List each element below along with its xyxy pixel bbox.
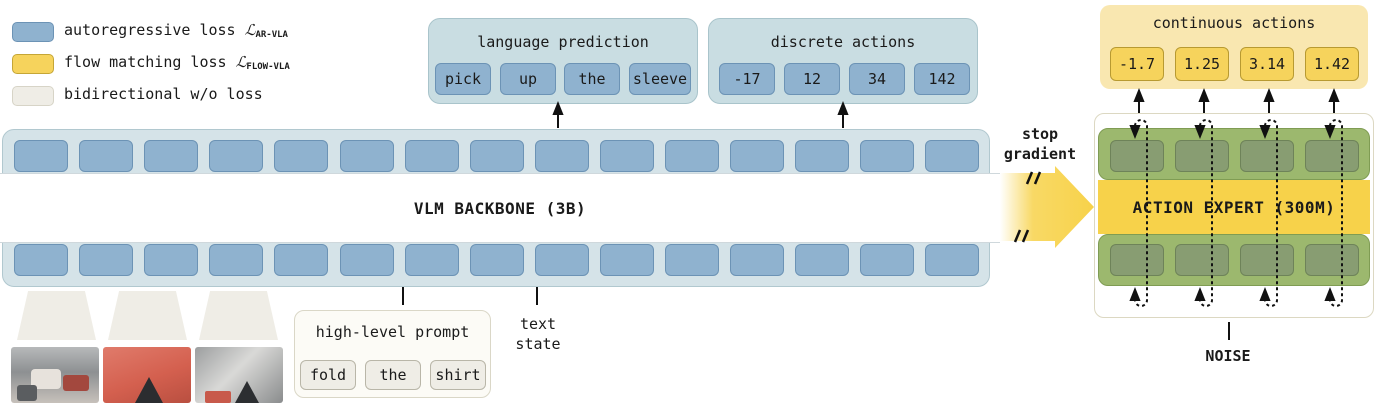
backbone-token-cell xyxy=(860,244,915,276)
backbone-token-cell xyxy=(925,244,980,276)
expert-token-cell xyxy=(1175,140,1229,172)
denoise-loop xyxy=(1134,119,1148,307)
backbone-token-cell xyxy=(665,244,719,276)
backbone-token-cell xyxy=(274,244,329,276)
expert-token-cell xyxy=(1110,140,1164,172)
legend-swatch-autoregressive xyxy=(12,22,54,42)
continuous-actions-title: continuous actions xyxy=(1152,14,1316,32)
backbone-token-cell xyxy=(14,140,68,172)
prompt-token: shirt xyxy=(430,360,486,390)
prompt-token: fold xyxy=(300,360,356,390)
camera-image-left-wrist xyxy=(103,347,191,403)
backbone-token-cell xyxy=(925,140,980,172)
noise-label: NOISE xyxy=(1205,347,1251,365)
backbone-token-cell xyxy=(79,140,134,172)
backbone-token-cell xyxy=(14,244,68,276)
backbone-token-cell xyxy=(144,140,199,172)
legend-label-flow-matching: flow matching loss ℒFLOW-VLA xyxy=(64,53,290,72)
backbone-token-cell xyxy=(339,140,394,172)
discrete-action-token: 12 xyxy=(784,63,840,95)
language-token: up xyxy=(500,63,556,95)
stop-gradient-hash xyxy=(1021,229,1030,243)
legend-swatch-flow-matching xyxy=(12,54,54,74)
action-expert-banner: ACTION EXPERT (300M) xyxy=(1098,180,1370,234)
legend: autoregressive loss ℒAR-VLA flow matchin… xyxy=(12,20,372,110)
denoise-loop xyxy=(1264,119,1278,307)
discrete-actions-title: discrete actions xyxy=(770,33,916,51)
continuous-action-token: 1.42 xyxy=(1305,47,1359,81)
expert-token-cell xyxy=(1305,140,1359,172)
denoise-loop xyxy=(1199,119,1213,307)
backbone-token-cell xyxy=(404,140,459,172)
legend-label-bidirectional: bidirectional w/o loss xyxy=(64,85,263,103)
denoise-loop xyxy=(1329,119,1343,307)
backbone-token-cell xyxy=(79,244,134,276)
discrete-action-token: -17 xyxy=(719,63,775,95)
backbone-token-cell xyxy=(209,140,264,172)
camera-image-overhead xyxy=(11,347,99,403)
stop-gradient-label: stop gradient xyxy=(1003,125,1077,163)
language-prediction-title: language prediction xyxy=(477,33,649,51)
expert-token-cell xyxy=(1305,244,1359,276)
backbone-token-cell xyxy=(795,140,850,172)
denoise-loop-ends xyxy=(1129,125,1336,301)
backbone-token-cell xyxy=(730,140,785,172)
legend-swatch-bidirectional xyxy=(12,86,54,106)
stop-gradient-hash xyxy=(1033,171,1042,185)
backbone-token-cell xyxy=(534,244,589,276)
discrete-action-token: 34 xyxy=(849,63,905,95)
backbone-token-cell xyxy=(665,140,719,172)
high-level-prompt-box: high-level prompt fold the shirt xyxy=(294,310,491,398)
continuous-action-token: 1.25 xyxy=(1175,47,1229,81)
expert-token-cell xyxy=(1175,244,1229,276)
high-level-prompt-title: high-level prompt xyxy=(315,323,470,341)
expert-token-cell xyxy=(1110,244,1164,276)
continuous-action-token: -1.7 xyxy=(1110,47,1164,81)
backbone-token-cell xyxy=(599,244,654,276)
vlm-backbone-banner: VLM BACKBONE (3B) xyxy=(0,173,1000,243)
backbone-token-cell xyxy=(860,140,915,172)
camera-image-right-wrist xyxy=(195,347,283,403)
text-state-label: text state xyxy=(500,314,576,354)
text-label: text xyxy=(519,315,557,333)
discrete-actions-box: discrete actions -17 12 34 142 xyxy=(708,18,978,104)
backbone-token-cell xyxy=(795,244,850,276)
language-prediction-box: language prediction pick up the sleeve xyxy=(428,18,698,104)
stop-gradient-hash xyxy=(1025,171,1034,185)
backbone-token-cell xyxy=(534,140,589,172)
image-token-placeholder xyxy=(108,291,187,340)
stop-gradient-arrow xyxy=(1000,166,1094,248)
image-token-placeholder xyxy=(17,291,96,340)
backbone-token-cell xyxy=(599,140,654,172)
backbone-token-cell xyxy=(730,244,785,276)
backbone-token-cell xyxy=(339,244,394,276)
backbone-token-cell xyxy=(404,244,459,276)
backbone-token-cell xyxy=(469,244,524,276)
backbone-token-cell xyxy=(469,140,524,172)
expert-token-cell xyxy=(1240,244,1294,276)
continuous-action-token: 3.14 xyxy=(1240,47,1294,81)
prompt-token: the xyxy=(365,360,421,390)
stop-gradient-hash xyxy=(1013,229,1022,243)
discrete-action-token: 142 xyxy=(914,63,970,95)
image-token-placeholder xyxy=(199,291,278,340)
language-token: pick xyxy=(435,63,491,95)
language-token: sleeve xyxy=(629,63,691,95)
backbone-token-cell xyxy=(209,244,264,276)
backbone-token-cell xyxy=(144,244,199,276)
expert-token-cell xyxy=(1240,140,1294,172)
denoising-loops xyxy=(1134,119,1343,307)
backbone-token-cell xyxy=(274,140,329,172)
legend-label-autoregressive: autoregressive loss ℒAR-VLA xyxy=(64,21,288,40)
continuous-actions-box: continuous actions -1.7 1.25 3.14 1.42 xyxy=(1100,5,1368,89)
state-label: state xyxy=(515,335,561,353)
language-token: the xyxy=(564,63,620,95)
